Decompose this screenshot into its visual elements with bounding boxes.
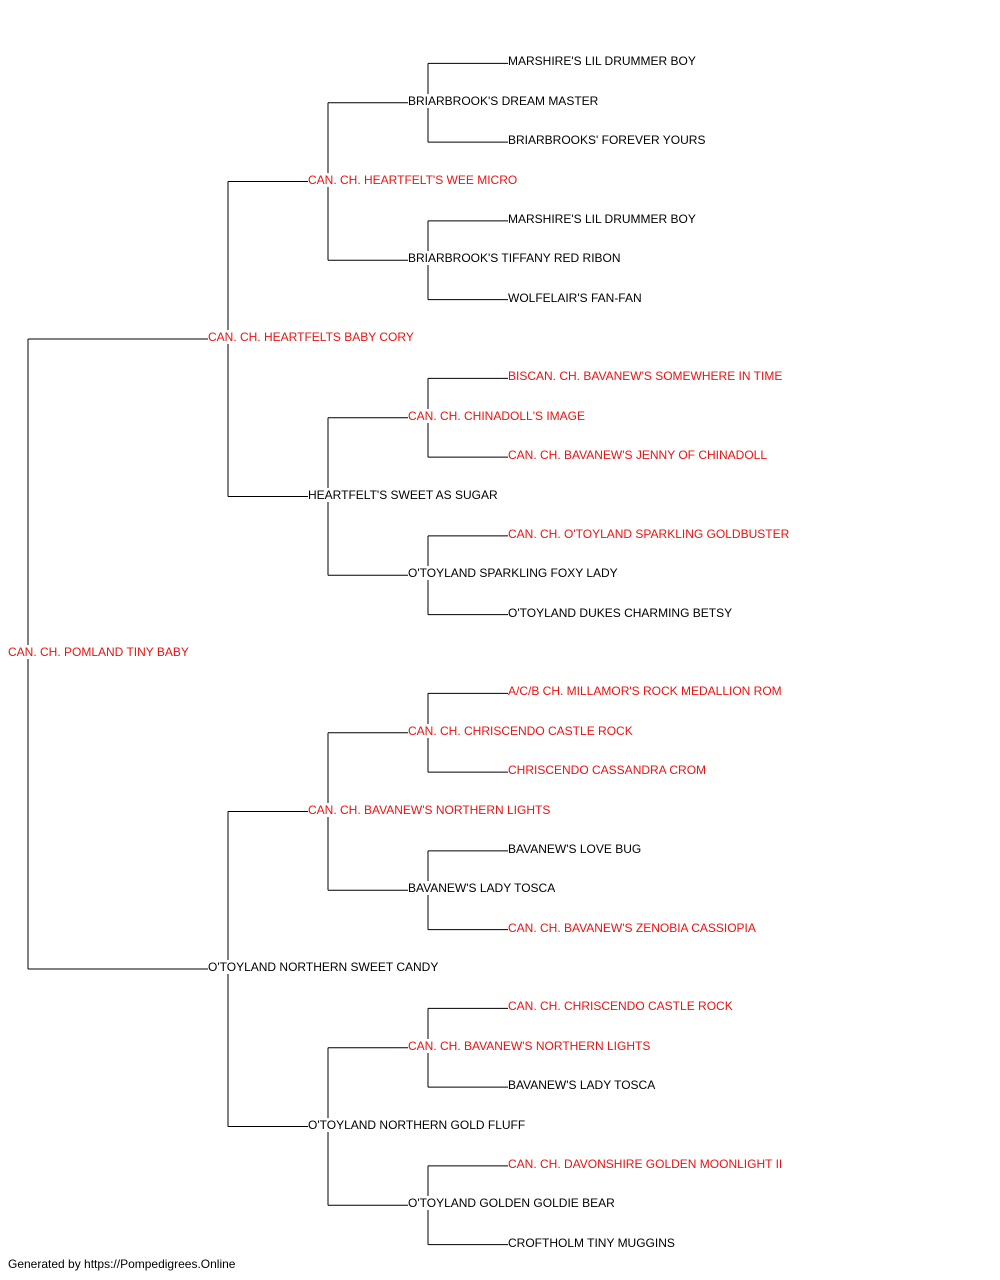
- footer-credit: Generated by https://Pompedigrees.Online: [8, 1257, 236, 1271]
- pedigree-sire-gen3: BRIARBROOK'S DREAM MASTER: [408, 93, 601, 108]
- pedigree-sire-gen2: CAN. CH. BAVANEW'S NORTHERN LIGHTS: [308, 802, 553, 817]
- pedigree-sire-gen1: CAN. CH. HEARTFELTS BABY CORY: [208, 330, 416, 344]
- pedigree-dam-gen2: HEARTFELT'S SWEET AS SUGAR: [308, 487, 500, 502]
- pedigree-dam-gen3: BAVANEW'S LADY TOSCA: [408, 881, 558, 896]
- pedigree-sire-gen4: CAN. CH. CHRISCENDO CASTLE ROCK: [508, 999, 735, 1014]
- pedigree-dam-gen4: BAVANEW'S LADY TOSCA: [508, 1078, 658, 1093]
- pedigree-sire-gen2: CAN. CH. HEARTFELT'S WEE MICRO: [308, 172, 520, 187]
- pedigree-dam-gen3: O'TOYLAND GOLDEN GOLDIE BEAR: [408, 1196, 617, 1211]
- pedigree-sire-gen4: A/C/B CH. MILLAMOR'S ROCK MEDALLION ROM: [508, 684, 784, 699]
- pedigree-sire-gen3: CAN. CH. CHINADOLL'S IMAGE: [408, 408, 587, 423]
- pedigree-sire-gen3: CAN. CH. CHRISCENDO CASTLE ROCK: [408, 723, 635, 738]
- pedigree-dam-gen3: BRIARBROOK'S TIFFANY RED RIBON: [408, 251, 623, 266]
- pedigree-dam-gen1: O'TOYLAND NORTHERN SWEET CANDY: [208, 960, 441, 974]
- pedigree-dam-gen4: CAN. CH. BAVANEW'S ZENOBIA CASSIOPIA: [508, 920, 758, 935]
- pedigree-subject-gen0: CAN. CH. POMLAND TINY BABY: [8, 645, 191, 659]
- pedigree-sire-gen4: BAVANEW'S LOVE BUG: [508, 841, 644, 856]
- pedigree-sire-gen4: MARSHIRE'S LIL DRUMMER BOY: [508, 54, 698, 69]
- pedigree-sire-gen4: CAN. CH. O'TOYLAND SPARKLING GOLDBUSTER: [508, 526, 792, 541]
- pedigree-dam-gen4: CHRISCENDO CASSANDRA CROM: [508, 763, 709, 778]
- pedigree-dam-gen4: WOLFELAIR'S FAN-FAN: [508, 290, 644, 305]
- pedigree-dam-gen3: O'TOYLAND SPARKLING FOXY LADY: [408, 566, 620, 581]
- pedigree-dam-gen2: O'TOYLAND NORTHERN GOLD FLUFF: [308, 1117, 528, 1132]
- pedigree-sire-gen4: MARSHIRE'S LIL DRUMMER BOY: [508, 211, 698, 226]
- pedigree-dam-gen4: BRIARBROOKS' FOREVER YOURS: [508, 133, 708, 148]
- pedigree-dam-gen4: CAN. CH. BAVANEW'S JENNY OF CHINADOLL: [508, 448, 770, 463]
- pedigree-sire-gen4: CAN. CH. DAVONSHIRE GOLDEN MOONLIGHT II: [508, 1156, 785, 1171]
- pedigree-dam-gen4: O'TOYLAND DUKES CHARMING BETSY: [508, 605, 735, 620]
- pedigree-sire-gen3: CAN. CH. BAVANEW'S NORTHERN LIGHTS: [408, 1038, 653, 1053]
- pedigree-dam-gen4: CROFTHOLM TINY MUGGINS: [508, 1235, 677, 1250]
- pedigree-sire-gen4: BISCAN. CH. BAVANEW'S SOMEWHERE IN TIME: [508, 369, 785, 384]
